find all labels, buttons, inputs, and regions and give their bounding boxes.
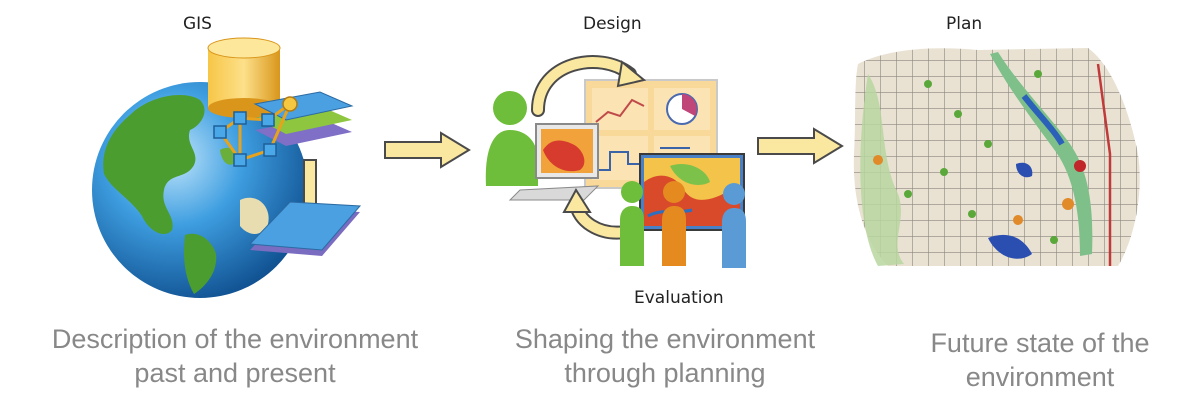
- stakeholder-person-blue-icon: [722, 183, 746, 268]
- design-stage-label: Design: [583, 14, 642, 34]
- database-icon: [207, 37, 281, 118]
- land-use-map-icon: [853, 48, 1140, 266]
- design-caption: Shaping the environment through planning: [470, 322, 860, 390]
- plan-caption-line-2: environment: [965, 362, 1115, 392]
- evaluation-label: Evaluation: [634, 288, 724, 308]
- computer-monitor-icon: [508, 123, 600, 201]
- stakeholder-person-orange-icon: [662, 181, 686, 266]
- stakeholder-person-green-icon: [620, 181, 644, 266]
- planner-person-icon: [485, 91, 538, 186]
- gis-caption-line-1: Description of the environment: [51, 324, 419, 354]
- plan-stage-label: Plan: [946, 14, 983, 34]
- right-arrow-icon: [384, 131, 471, 169]
- map-sheet-icon: [248, 201, 362, 256]
- design-caption-line-1: Shaping the environment: [514, 324, 816, 354]
- gis-caption: Description of the environment past and …: [18, 322, 452, 390]
- gis-caption-line-2: past and present: [134, 358, 336, 388]
- plan-caption: Future state of the environment: [900, 326, 1180, 394]
- design-caption-line-2: through planning: [564, 358, 766, 388]
- plan-caption-line-1: Future state of the: [930, 328, 1150, 358]
- gis-stage-label: GIS: [183, 14, 212, 34]
- design-illustration: [485, 55, 746, 268]
- right-arrow-icon: [757, 127, 844, 165]
- gis-illustration: [92, 37, 362, 298]
- plan-map-illustration: [853, 48, 1140, 266]
